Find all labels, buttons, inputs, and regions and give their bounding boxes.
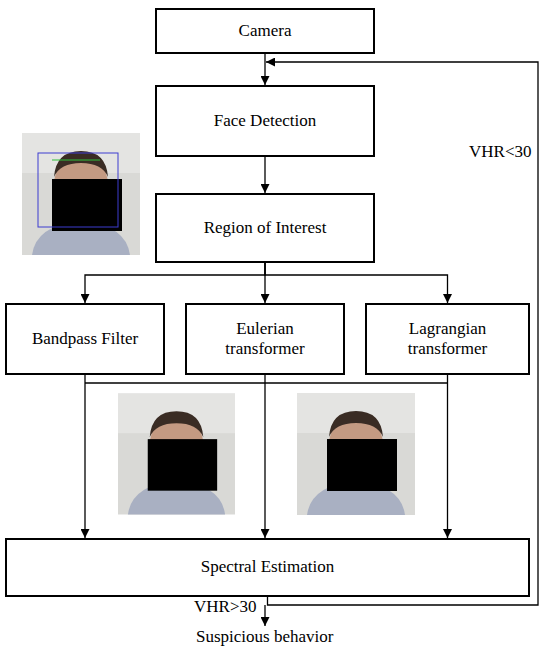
flow-arrow	[264, 157, 265, 193]
process-box: Eulerian transformer	[185, 303, 345, 375]
box-label: Lagrangian transformer	[375, 319, 520, 360]
flow-arrow	[264, 54, 265, 85]
face-photo	[22, 133, 140, 255]
box-label: Region of Interest	[204, 218, 327, 238]
branch-line	[85, 382, 447, 383]
box-label: Face Detection	[214, 111, 316, 131]
box-label: Bandpass Filter	[32, 329, 138, 349]
face-photo	[118, 394, 235, 515]
condition-label: VHR>30	[192, 598, 258, 617]
process-box: Face Detection	[155, 85, 375, 157]
box-label: Camera	[239, 21, 292, 41]
process-box: Bandpass Filter	[5, 303, 165, 375]
flow-arrow	[447, 375, 448, 538]
flow-arrow	[85, 263, 265, 303]
output-arrow	[264, 605, 265, 626]
process-box: Region of Interest	[155, 193, 375, 263]
face-photo	[297, 393, 415, 515]
flow-arrow	[265, 263, 448, 303]
box-label: Spectral Estimation	[201, 557, 335, 577]
flow-arrow	[84, 375, 85, 538]
output-label: Suspicious behavior	[194, 628, 335, 647]
box-label: Eulerian transformer	[195, 319, 335, 360]
estimation-box: Spectral Estimation	[5, 538, 530, 597]
condition-label: VHR<30	[467, 143, 533, 162]
process-box: Lagrangian transformer	[365, 303, 530, 375]
flow-arrow	[264, 375, 265, 538]
process-box: Camera	[155, 8, 375, 54]
